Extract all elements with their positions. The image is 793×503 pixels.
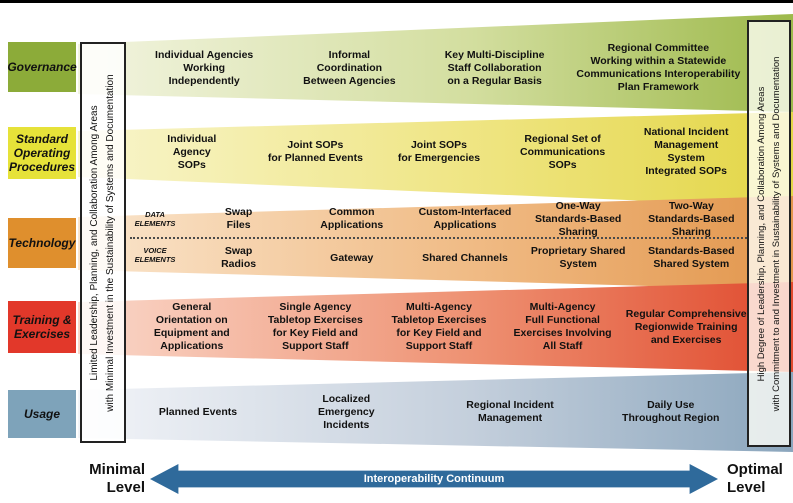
governance-item: Individual Agencies Working Independentl…: [130, 38, 278, 98]
technology-voice-item: Standards-Based Shared System: [635, 241, 748, 275]
usage-item: Planned Events: [130, 382, 266, 442]
row-label-technology: Technology: [8, 218, 76, 268]
governance-item: Regional Committee Working within a Stat…: [569, 38, 748, 98]
technology-data-item: Swap Files: [182, 201, 295, 237]
technology-voice-item-text: Shared Channels: [422, 251, 508, 264]
interoperability-continuum-arrow-label: Interoperability Continuum: [363, 473, 505, 485]
training-items-row: General Orientation on Equipment and App…: [130, 289, 748, 365]
sops-item-text: Individual Agency SOPs: [167, 132, 217, 171]
training-item: General Orientation on Equipment and App…: [130, 289, 254, 365]
training-item-text: General Orientation on Equipment and App…: [153, 301, 230, 352]
sops-item: Joint SOPs for Planned Events: [254, 120, 378, 184]
training-item: Single Agency Tabletop Exercises for Key…: [254, 289, 378, 365]
usage-item-text: Regional Incident Management: [466, 399, 554, 424]
governance-item: Informal Coordination Between Agencies: [278, 38, 420, 98]
technology-data-item-text: Swap Files: [224, 206, 253, 231]
technology-voice-item-text: Swap Radios: [221, 245, 257, 270]
training-item-text: Regular Comprehensive Regionwide Trainin…: [625, 307, 747, 346]
left-sidebar-text: Limited Leadership, Planning, and Collab…: [89, 73, 116, 412]
technology-data-elements-label: DATA ELEMENTS: [128, 206, 182, 232]
technology-data-item-text: One-Way Standards-Based Sharing: [534, 199, 622, 238]
sops-item-text: Joint SOPs for Planned Events: [267, 139, 363, 164]
governance-item-text: Individual Agencies Working Independentl…: [155, 48, 254, 87]
training-item-text: Single Agency Tabletop Exercises for Key…: [267, 301, 363, 352]
training-item: Regular Comprehensive Regionwide Trainin…: [624, 289, 748, 365]
interoperability-continuum-arrow: Interoperability Continuum: [150, 464, 718, 494]
sops-item-text: Joint SOPs for Emergencies: [397, 139, 481, 164]
usage-item-text: Localized Emergency Incidents: [317, 392, 375, 431]
technology-voice-item-text: Proprietary Shared System: [530, 245, 626, 270]
technology-voice-item-text: Standards-Based Shared System: [648, 245, 735, 270]
usage-item-text: Daily Use Throughout Region: [622, 399, 720, 424]
technology-data-item: Two-Way Standards-Based Sharing: [635, 199, 748, 238]
right-sidebar-high-degree-leadership: High Degree of Leadership, Planning, and…: [747, 20, 791, 447]
technology-data-item-text: Custom-Interfaced Applications: [418, 206, 512, 231]
sops-item: Individual Agency SOPs: [130, 120, 254, 184]
technology-data-elements-text: DATA ELEMENTS: [134, 210, 176, 228]
sops-item-text: Regional Set of Communications SOPs: [519, 132, 606, 171]
technology-voice-item-text: Gateway: [330, 251, 374, 264]
left-sidebar-limited-leadership: Limited Leadership, Planning, and Collab…: [80, 42, 126, 443]
technology-data-item: Common Applications: [295, 201, 408, 237]
usage-item-text: Planned Events: [158, 405, 238, 418]
usage-item: Localized Emergency Incidents: [266, 382, 427, 442]
technology-voice-elements-label: VOICE ELEMENTS: [128, 242, 182, 268]
training-item-text: Multi-Agency Tabletop Exercises for Key …: [391, 301, 487, 352]
training-item: Multi-Agency Tabletop Exercises for Key …: [377, 289, 501, 365]
technology-voice-item: Swap Radios: [182, 241, 295, 275]
optimal-level-label: Optimal Level: [727, 461, 783, 496]
row-label-governance: Governance: [7, 42, 77, 92]
technology-data-item-text: Two-Way Standards-Based Sharing: [648, 199, 735, 238]
sops-item: Regional Set of Communications SOPs: [501, 120, 625, 184]
technology-voice-item: Shared Channels: [408, 241, 521, 275]
governance-item-text: Informal Coordination Between Agencies: [303, 48, 396, 87]
top-border-line: [0, 0, 793, 3]
technology-voice-elements-text: VOICE ELEMENTS: [134, 246, 176, 264]
sops-item-text: National Incident Management System Inte…: [643, 126, 729, 177]
row-label-standard-operating-procedures: Standard Operating Procedures: [8, 127, 76, 179]
technology-data-voice-divider: [130, 237, 747, 239]
row-label-training-exercises: Training & Exercises: [8, 301, 76, 353]
minimal-level-label: Minimal Level: [89, 461, 145, 496]
row-label-usage: Usage: [8, 390, 76, 438]
technology-data-item-text: Common Applications: [320, 206, 384, 231]
sops-items-row: Individual Agency SOPs Joint SOPs for Pl…: [130, 120, 748, 184]
technology-voice-items-row: Swap Radios Gateway Shared Channels Prop…: [182, 241, 748, 275]
technology-data-item: Custom-Interfaced Applications: [408, 201, 521, 237]
technology-voice-item: Proprietary Shared System: [522, 241, 635, 275]
technology-data-items-row: Swap Files Common Applications Custom-In…: [182, 199, 748, 238]
sops-item: National Incident Management System Inte…: [624, 120, 748, 184]
governance-item-text: Key Multi-Discipline Staff Collaboration…: [444, 48, 545, 87]
usage-item: Daily Use Throughout Region: [593, 382, 748, 442]
technology-voice-item: Gateway: [295, 241, 408, 275]
governance-item: Key Multi-Discipline Staff Collaboration…: [420, 38, 568, 98]
governance-item-text: Regional Committee Working within a Stat…: [576, 42, 741, 93]
training-item: Multi-Agency Full Functional Exercises I…: [501, 289, 625, 365]
governance-items-row: Individual Agencies Working Independentl…: [130, 38, 748, 98]
right-sidebar-text: High Degree of Leadership, Planning, and…: [756, 56, 782, 411]
training-item-text: Multi-Agency Full Functional Exercises I…: [513, 301, 612, 352]
usage-item: Regional Incident Management: [427, 382, 594, 442]
technology-data-item: One-Way Standards-Based Sharing: [522, 199, 635, 238]
sops-item: Joint SOPs for Emergencies: [377, 120, 501, 184]
usage-items-row: Planned Events Localized Emergency Incid…: [130, 382, 748, 442]
